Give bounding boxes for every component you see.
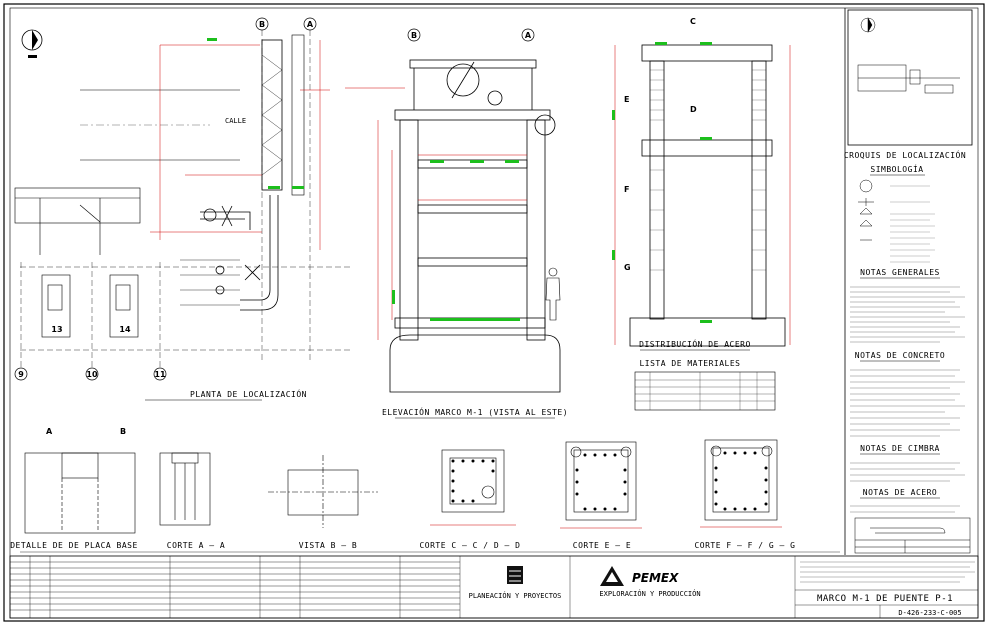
person-scale-icon — [545, 267, 561, 321]
section-cc-title: CORTE C – C / D – D — [419, 541, 520, 550]
notas-acero-title: NOTAS DE ACERO — [863, 488, 937, 497]
cut-letter-g: G — [624, 263, 631, 272]
section-aa-title: CORTE A – A — [167, 541, 225, 550]
notas-cimbra-title: NOTAS DE CIMBRA — [860, 444, 940, 453]
tank-14-label: 14 — [119, 325, 131, 334]
bottom-details: A B DETALLE DE DE PLACA BASE CORTE A – A… — [10, 427, 840, 553]
grid-bubble-a-top: A — [307, 20, 314, 29]
tank-13-label: 13 — [51, 325, 62, 334]
cut-letter-e: E — [624, 95, 629, 104]
view-bb-title: VISTA B – B — [299, 541, 357, 550]
company-logo-icon — [507, 566, 523, 584]
cut-letter-b-left: B — [120, 427, 126, 436]
section-ff-title: CORTE F – F / G – G — [694, 541, 795, 550]
grid-bubble-11: 11 — [154, 370, 166, 379]
grid-bubble-10: 10 — [86, 370, 98, 379]
frame-elevation: B A — [345, 28, 568, 419]
rebar-distribution: C D E F G DISTRIBUCIÓN DE ACERO — [612, 17, 791, 351]
drawing-title: MARCO M-1 DE PUENTE P-1 — [817, 594, 953, 604]
rebar-title: DISTRIBUCIÓN DE ACERO — [639, 338, 751, 349]
materials-list: LISTA DE MATERIALES — [634, 359, 776, 411]
title-block: PLANEACIÓN Y PROYECTOS PEMEX EXPLORACIÓN… — [9, 555, 979, 619]
north-arrow-icon — [21, 29, 43, 58]
notas-generales-title: NOTAS GENERALES — [860, 268, 940, 277]
elevation-title: ELEVACIÓN MARCO M-1 (VISTA AL ESTE) — [382, 406, 568, 417]
pemex-brand: PEMEX — [632, 571, 679, 585]
division-name: EXPLORACIÓN Y PRODUCCIÓN — [599, 589, 700, 598]
grid-bubble-b-top: B — [259, 20, 265, 29]
street-label: CALLE — [225, 117, 246, 125]
section-ee-title: CORTE E – E — [573, 541, 631, 550]
notes-column: SIMBOLOGÍA NOTAS GENERALES — [850, 163, 971, 554]
plan-view: B A CALLE — [14, 17, 350, 401]
cut-letter-a-left: A — [46, 427, 53, 436]
inner-border — [9, 7, 979, 619]
location-sketch-title: CROQUIS DE LOCALIZACIÓN — [844, 149, 966, 160]
cut-letter-d: D — [690, 105, 697, 114]
grid-bubble-b-elevation: B — [411, 31, 417, 40]
grid-bubble-a-elevation: A — [525, 31, 532, 40]
drawing-number: D-426-233-C-005 — [898, 609, 961, 617]
pemex-logo-icon — [600, 566, 624, 586]
grid-bubble-9: 9 — [18, 370, 24, 379]
sheet-border — [3, 3, 985, 622]
cut-letter-f: F — [624, 185, 629, 194]
base-plate-detail-title: DETALLE DE DE PLACA BASE — [10, 541, 138, 550]
company-name: PLANEACIÓN Y PROYECTOS — [469, 591, 562, 600]
simbologia-title: SIMBOLOGÍA — [870, 163, 923, 174]
notas-concreto-title: NOTAS DE CONCRETO — [855, 351, 945, 360]
plan-view-title: PLANTA DE LOCALIZACIÓN — [190, 388, 307, 399]
cut-letter-c: C — [690, 17, 696, 26]
materials-list-title: LISTA DE MATERIALES — [639, 359, 740, 368]
location-sketch: CROQUIS DE LOCALIZACIÓN — [844, 9, 973, 160]
symbol-legend — [858, 179, 874, 241]
